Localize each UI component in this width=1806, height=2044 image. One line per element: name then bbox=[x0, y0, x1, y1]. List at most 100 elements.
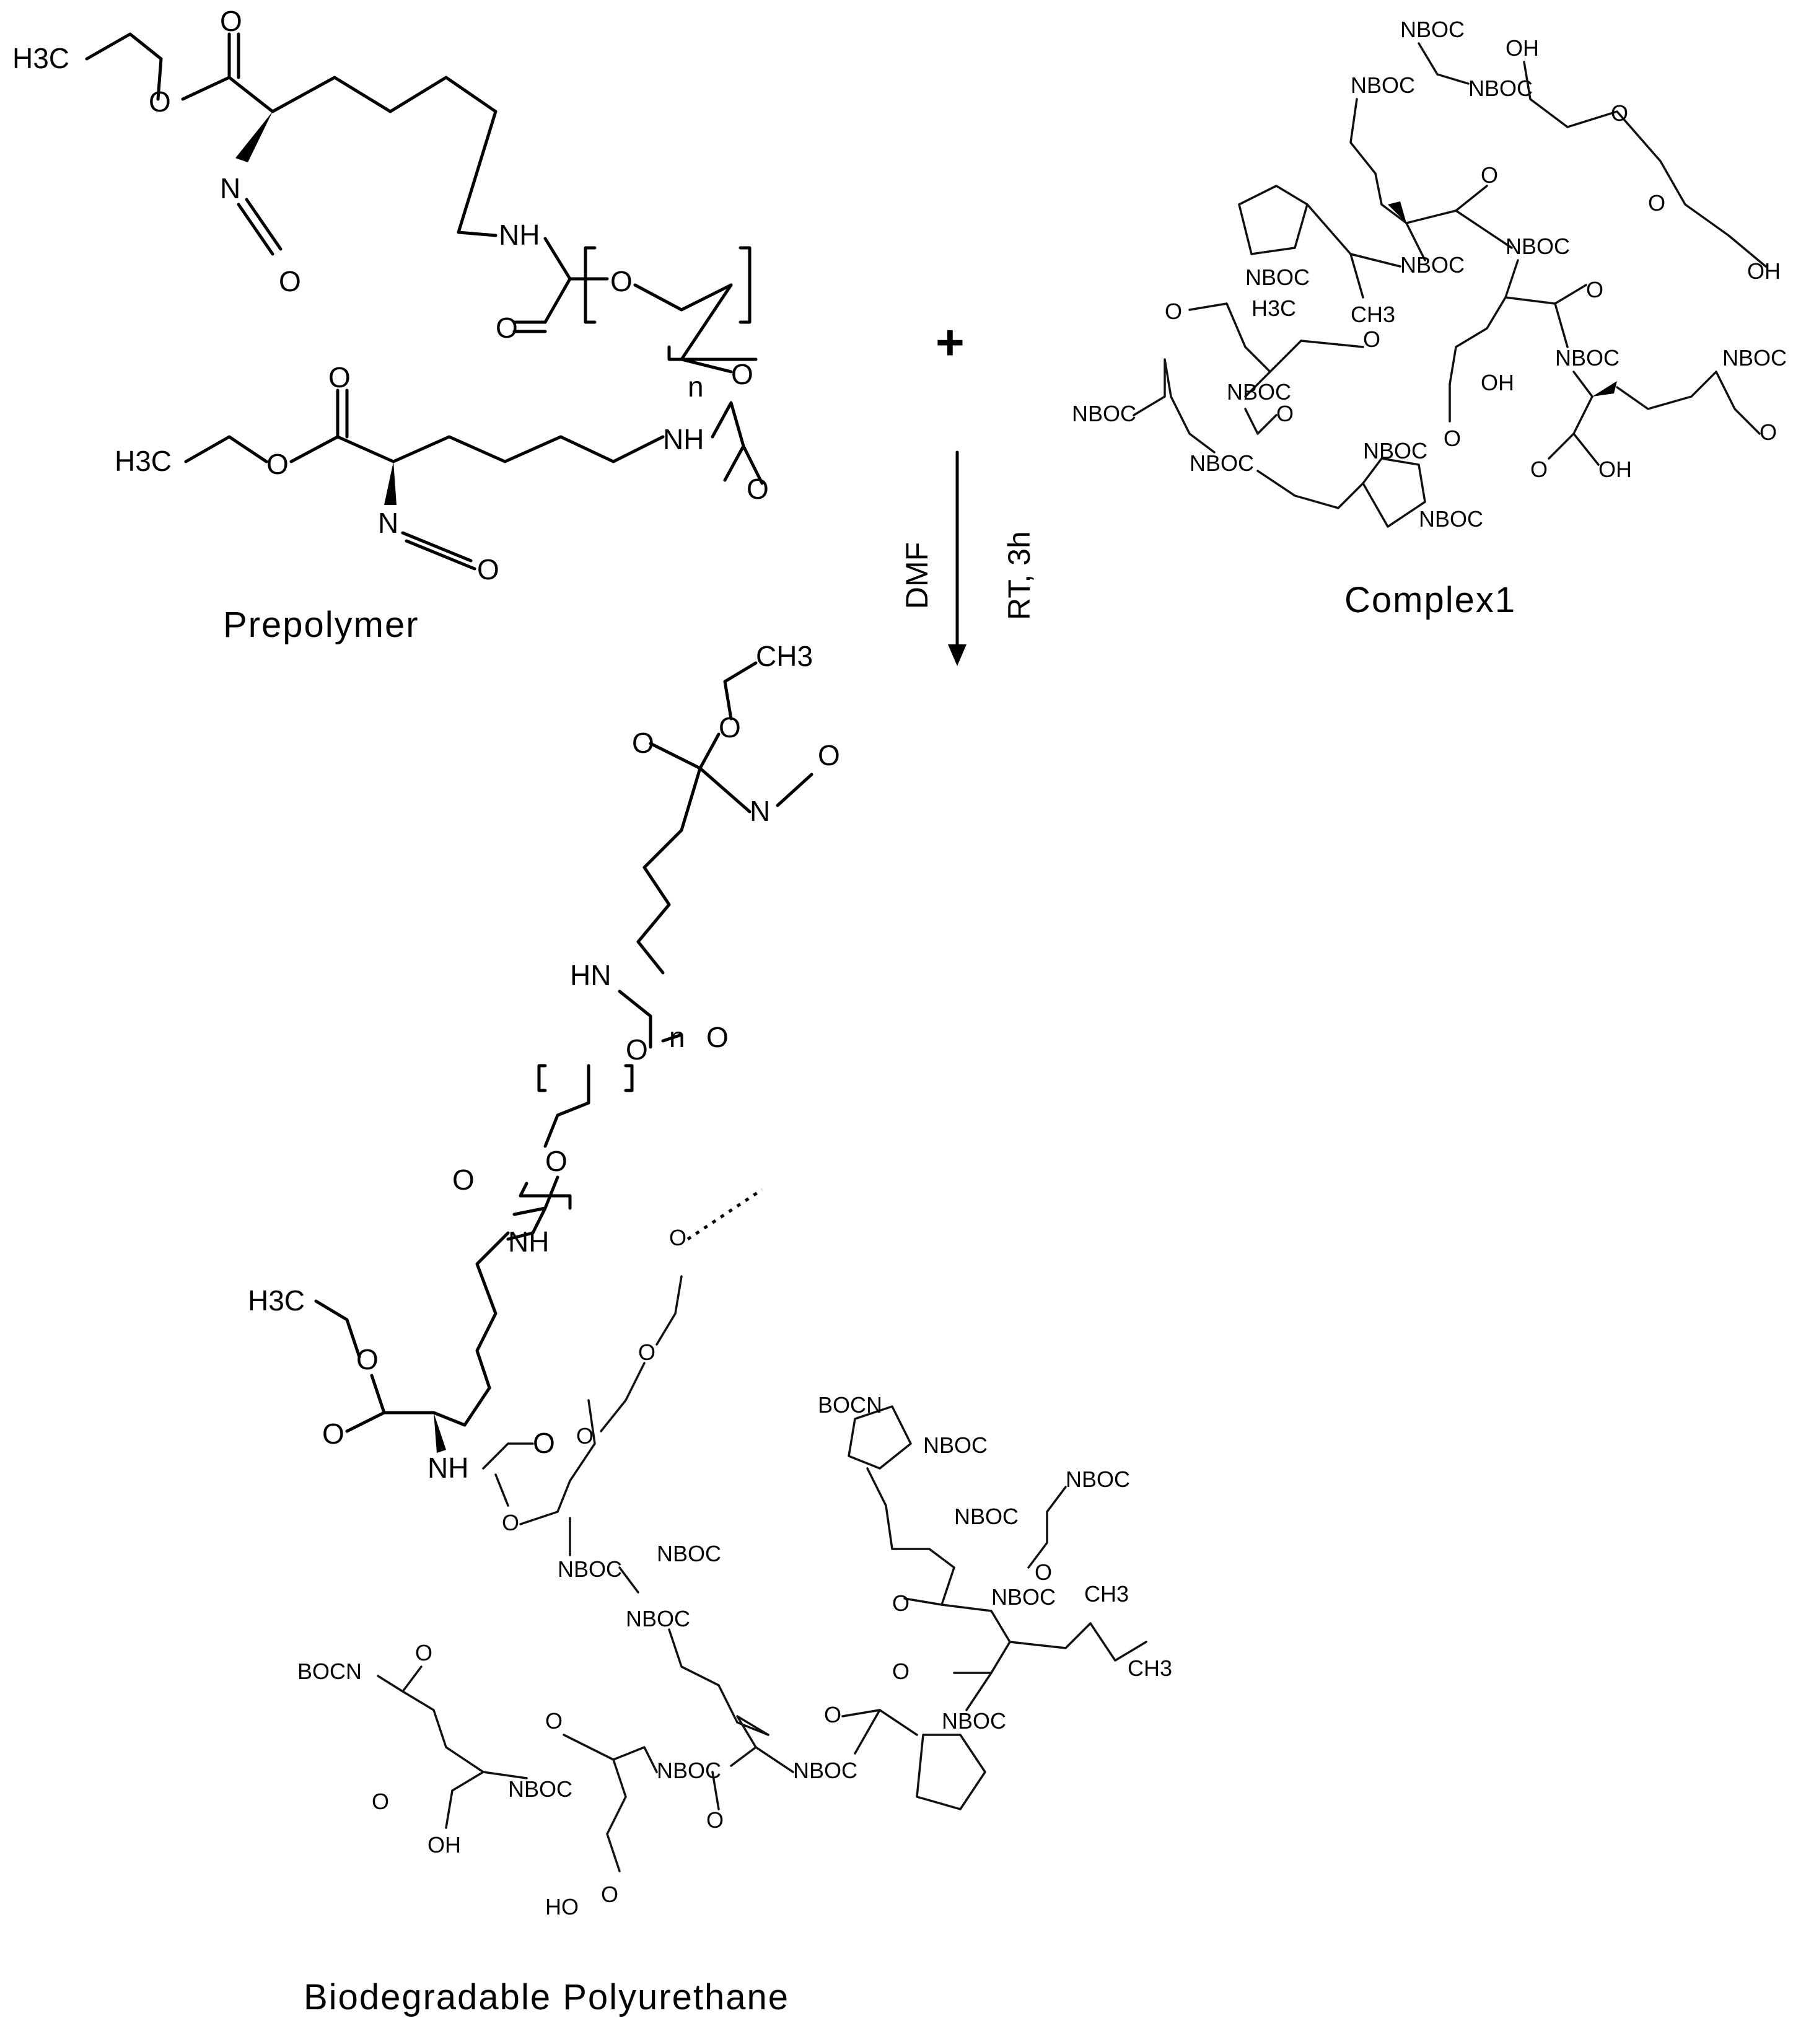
atom-label-o: O bbox=[1035, 1559, 1052, 1585]
arrow-head-icon bbox=[948, 644, 967, 666]
atom-label-nboc: NBOC bbox=[1419, 506, 1483, 532]
atom-label-nboc: NBOC bbox=[1072, 401, 1136, 426]
atom-label-nboc: NBOC bbox=[1227, 379, 1291, 405]
atom-label-o: O bbox=[328, 361, 351, 393]
atom-label-oh: OH bbox=[1481, 370, 1514, 395]
atom-label-bocn: BOCN bbox=[818, 1392, 882, 1418]
atom-label-ho: HO bbox=[545, 1894, 579, 1919]
atom-label-nboc: NBOC bbox=[1245, 265, 1310, 290]
atom-label-nboc: NBOC bbox=[923, 1432, 988, 1458]
atom-label-nboc: NBOC bbox=[1351, 72, 1415, 98]
atom-label-o: O bbox=[545, 1708, 563, 1734]
atom-label-o: O bbox=[533, 1427, 555, 1459]
atom-label-n: N bbox=[378, 507, 398, 539]
atom-label-o: O bbox=[452, 1164, 475, 1196]
atom-label-o: O bbox=[1165, 299, 1182, 324]
atom-label-o: O bbox=[266, 448, 289, 480]
atom-label-nboc: NBOC bbox=[626, 1606, 690, 1631]
atom-label-nboc: NBOC bbox=[1506, 234, 1570, 259]
atom-label-o: O bbox=[638, 1340, 655, 1365]
atom-label-o: O bbox=[626, 1033, 648, 1066]
atom-label-nboc: NBOC bbox=[657, 1541, 721, 1566]
atom-label-o: O bbox=[610, 265, 633, 297]
atom-label-nboc: NBOC bbox=[1555, 345, 1620, 371]
atom-label-o: O bbox=[477, 553, 499, 586]
plus-sign: + bbox=[936, 315, 965, 370]
atom-label-o: O bbox=[706, 1021, 729, 1053]
atom-label-nboc: NBOC bbox=[1400, 17, 1465, 42]
atom-label-nboc: NBOC bbox=[793, 1758, 857, 1783]
atom-label-ch3: H3C bbox=[248, 1284, 305, 1317]
caption-prepolymer: Prepolymer bbox=[223, 605, 419, 645]
atom-label-nboc: NBOC bbox=[1468, 76, 1533, 101]
atom-label-nh: NH bbox=[663, 423, 704, 455]
atom-label-nboc: NBOC bbox=[942, 1708, 1006, 1734]
atom-label-o: O bbox=[322, 1418, 344, 1450]
atom-label-o: O bbox=[372, 1789, 389, 1814]
caption-biodegradable-polyurethane: Biodegradable Polyurethane bbox=[304, 1977, 789, 2017]
atom-label-ch3: H3C bbox=[12, 42, 69, 74]
atom-label-repeat-n: n bbox=[669, 1021, 685, 1053]
polyurethane-structure: CH3 O O N O HN O n O O O NH H3C O O NH O bbox=[248, 640, 1172, 1919]
atom-label-o: O bbox=[601, 1882, 618, 1907]
atom-label-o: O bbox=[824, 1702, 841, 1727]
atom-label-hn: HN bbox=[570, 959, 611, 991]
atom-label-n: N bbox=[750, 795, 770, 827]
atom-label-o: O bbox=[1586, 277, 1603, 302]
atom-label-nboc: NBOC bbox=[1400, 252, 1465, 278]
atom-label-nboc: NBOC bbox=[1722, 345, 1787, 371]
atom-label-o: O bbox=[545, 1145, 568, 1177]
atom-label-o: O bbox=[669, 1225, 686, 1250]
atom-label-o: O bbox=[1530, 457, 1548, 482]
atom-label-o: O bbox=[1760, 419, 1777, 445]
atom-label-o: O bbox=[1481, 162, 1498, 188]
atom-label-o: O bbox=[818, 739, 840, 771]
atom-label-nh: NH bbox=[508, 1226, 549, 1258]
atom-label-nboc: NBOC bbox=[1363, 438, 1427, 463]
atom-label-o: O bbox=[1276, 401, 1294, 426]
atom-label-ch3-right: CH3 bbox=[1128, 1656, 1172, 1681]
atom-label-oh: OH bbox=[427, 1832, 461, 1858]
atom-label-o: O bbox=[496, 312, 518, 344]
atom-label-o: O bbox=[220, 5, 242, 37]
atom-label-oh: OH bbox=[1506, 35, 1539, 61]
atom-label-ch3: H3C bbox=[115, 445, 172, 477]
atom-label-o: O bbox=[502, 1510, 519, 1535]
atom-label-n: N bbox=[220, 172, 240, 204]
atom-label-ch3: H3C bbox=[1251, 296, 1296, 321]
atom-label-nh: NH bbox=[499, 219, 540, 251]
reaction-solvent-label: DMF bbox=[900, 542, 934, 610]
atom-label-nboc: NBOC bbox=[954, 1504, 1019, 1529]
atom-label-o: O bbox=[576, 1423, 594, 1449]
atom-label-o: O bbox=[415, 1640, 432, 1665]
atom-label-o: O bbox=[719, 711, 741, 743]
atom-label-o: O bbox=[1363, 327, 1380, 352]
atom-label-bocn: BOCN bbox=[297, 1659, 362, 1684]
atom-label-repeat-n: n bbox=[688, 371, 704, 403]
reaction-conditions-label: RT, 3h bbox=[1002, 531, 1037, 620]
atom-label-o: O bbox=[747, 473, 769, 505]
prepolymer-structure: H3C O O N O NH O O n O H3C O O bbox=[12, 5, 769, 586]
atom-label-ch3-right: CH3 bbox=[756, 640, 813, 672]
atom-label-oh: OH bbox=[1747, 258, 1781, 284]
atom-label-oh: OH bbox=[1598, 457, 1632, 482]
caption-complex1: Complex1 bbox=[1344, 580, 1517, 620]
atom-label-nh: NH bbox=[427, 1452, 468, 1484]
atom-label-ch3-right: CH3 bbox=[1351, 302, 1395, 327]
atom-label-o: O bbox=[279, 265, 301, 297]
atom-label-o: O bbox=[1648, 190, 1665, 216]
atom-label-nboc: NBOC bbox=[991, 1584, 1056, 1610]
atom-label-nboc: NBOC bbox=[1066, 1467, 1130, 1492]
atom-label-o: O bbox=[731, 358, 753, 390]
atom-label-o: O bbox=[892, 1590, 910, 1616]
atom-label-nboc: NBOC bbox=[1190, 450, 1254, 476]
complex1-structure: NBOC NBOC NBOC OH O O OH O NBOC NBOC NBO… bbox=[1072, 17, 1787, 532]
atom-label-o: O bbox=[892, 1659, 910, 1684]
atom-label-o: O bbox=[356, 1343, 379, 1375]
atom-label-nboc: NBOC bbox=[508, 1776, 572, 1802]
atom-label-o: O bbox=[632, 727, 654, 759]
atom-label-nboc: NBOC bbox=[558, 1556, 622, 1582]
atom-label-o: O bbox=[1611, 100, 1628, 126]
atom-label-ch3-right: CH3 bbox=[1084, 1581, 1129, 1607]
